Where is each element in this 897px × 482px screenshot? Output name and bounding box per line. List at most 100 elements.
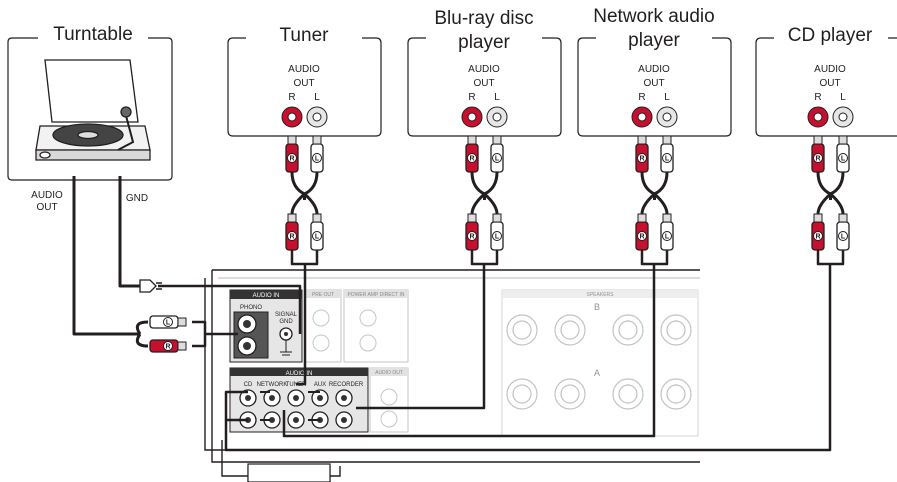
plug-letter: L (665, 156, 670, 163)
cable (653, 171, 669, 196)
plug-letter: L (166, 320, 171, 327)
rca-plug-red: R (635, 135, 649, 173)
cd-l-label: L (840, 92, 846, 103)
rca-plug-white: L (836, 135, 850, 173)
speaker-a-label: A (594, 368, 600, 378)
audio-in-label: AUDIO IN (286, 371, 313, 377)
turntable-box: Turntable AUDIO OUT GND (7, 24, 173, 213)
plug-letter: R (289, 234, 294, 241)
plug-letter: R (469, 156, 474, 163)
rca-plug-white: L (660, 213, 674, 251)
turntable-title: Turntable (53, 24, 133, 45)
cd-out-label: OUT (819, 78, 840, 89)
cable (303, 171, 319, 196)
plug-letter: L (841, 156, 846, 163)
cable (829, 171, 845, 196)
bluray-box: Blu-ray disc player AUDIO OUT R L (407, 8, 562, 137)
tuner-out-label: OUT (293, 78, 314, 89)
turntable-audio-label: AUDIO (31, 190, 63, 201)
pre-out-panel: PRE OUT (304, 289, 342, 363)
plug-letter: L (665, 234, 670, 241)
input-network-label: NETWORK (257, 382, 288, 388)
power-amp-direct-panel: POWER AMP DIRECT IN (343, 289, 409, 363)
rca-plug-red: R (811, 135, 825, 173)
signal-gnd-label-1: SIGNAL (275, 312, 298, 318)
phono-plug-white: L (149, 315, 187, 329)
cable (640, 250, 669, 266)
turntable-icon (35, 59, 151, 161)
plug-letter: R (815, 234, 820, 241)
input-cd-label: CD (244, 382, 253, 388)
rca-plug-red: R (811, 213, 825, 251)
cd-box: CD player AUDIO OUT R L (755, 25, 897, 137)
plug-letter: L (315, 234, 320, 241)
plug-letter: L (315, 156, 320, 163)
cable (308, 391, 320, 421)
plug-letter: R (469, 234, 474, 241)
cable (470, 250, 499, 266)
cable (653, 192, 669, 215)
phono-panel-title: AUDIO IN (253, 293, 280, 299)
network-r-label: R (638, 92, 645, 103)
cable (118, 176, 140, 288)
cable (224, 264, 832, 452)
cable (356, 264, 486, 410)
cd-r-label: R (814, 92, 821, 103)
cable (282, 264, 656, 438)
rca-plug-white: L (660, 135, 674, 173)
bluray-r-label: R (468, 92, 475, 103)
signal-gnd-label-2: GND (279, 319, 293, 325)
gnd-spade-plug (139, 279, 162, 293)
cable (290, 192, 306, 215)
bluray-audio-label: AUDIO (468, 64, 500, 75)
cable (192, 320, 207, 348)
speaker-b-label: B (594, 302, 600, 312)
cable (640, 192, 656, 215)
plug-letter: R (639, 156, 644, 163)
network-title-2: player (628, 30, 680, 51)
speakers-panel: SPEAKERS B A (501, 289, 699, 437)
tuner-audio-label: AUDIO (288, 64, 320, 75)
plug-letter: L (495, 156, 500, 163)
network-out-label: OUT (643, 78, 664, 89)
audio-out-panel: AUDIO OUT (369, 367, 409, 433)
cable (470, 192, 486, 215)
cable (816, 250, 845, 266)
rca-plug-white: L (310, 213, 324, 251)
tuner-title: Tuner (280, 25, 330, 46)
plug-letter: L (841, 234, 846, 241)
phono-label: PHONO (240, 305, 262, 311)
bluray-out-label: OUT (473, 78, 494, 89)
network-l-label: L (664, 92, 670, 103)
audio-in-jacks (239, 389, 353, 429)
power-amp-direct-label: POWER AMP DIRECT IN (347, 292, 404, 298)
bluray-title-1: Blu-ray disc (434, 8, 533, 29)
audio-out-label: AUDIO OUT (375, 370, 403, 376)
network-title-1: Network audio (593, 6, 714, 27)
cable (303, 192, 319, 215)
rca-plug-white: L (310, 135, 324, 173)
rca-plug-red: R (465, 213, 479, 251)
rca-plug-red: R (465, 135, 479, 173)
plug-letter: R (639, 234, 644, 241)
cable (135, 320, 149, 348)
cable (816, 192, 832, 215)
amplifier-rear-panel: AUDIO IN PHONO SIGNAL GND PRE OUT POWER … (204, 269, 700, 482)
rca-plug-white: L (836, 213, 850, 251)
cable (296, 300, 307, 386)
cable (829, 192, 845, 215)
tuner-r-label: R (288, 92, 295, 103)
cd-title: CD player (788, 25, 873, 46)
plug-letter: R (165, 344, 170, 351)
plug-letter: R (815, 156, 820, 163)
rca-plug-red: R (285, 213, 299, 251)
cd-audio-label: AUDIO (814, 64, 846, 75)
cable (483, 192, 499, 215)
turntable-out-label: OUT (36, 202, 57, 213)
phono-plug-red: R (149, 339, 187, 353)
rca-plug-white: L (490, 135, 504, 173)
tuner-box: Tuner AUDIO OUT R L (227, 25, 382, 137)
network-audio-label: AUDIO (638, 64, 670, 75)
